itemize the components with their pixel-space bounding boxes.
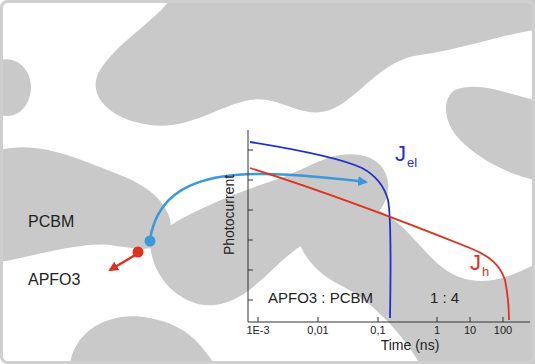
sample-label: APFO3 : PCBM [268, 290, 373, 305]
series-subscript: h [482, 265, 489, 278]
electron-dot [145, 236, 156, 247]
tick-label: 1 [434, 325, 440, 336]
hole-arrow [110, 254, 137, 270]
tick-label: 100 [494, 325, 512, 336]
electron-arrow [150, 174, 366, 240]
chart-axes [248, 130, 530, 322]
series-label: J [470, 252, 481, 274]
ratio-label: 1 : 4 [430, 290, 459, 305]
region-label: PCBM [28, 214, 74, 230]
hole-dot [133, 247, 144, 258]
region-label: APFO3 [28, 272, 80, 288]
series-label: J [395, 143, 406, 165]
tick-label: 0,01 [307, 325, 328, 336]
electron-current-curve [250, 142, 391, 318]
tick-label: 1E-3 [246, 325, 269, 336]
axis-title: Time (ns) [381, 338, 440, 352]
axis-title: Photocurrent [222, 175, 236, 255]
series-subscript: el [407, 156, 417, 169]
tick-label: 10 [464, 325, 476, 336]
tick-label: 0,1 [370, 325, 385, 336]
hole-current-curve [250, 168, 509, 320]
